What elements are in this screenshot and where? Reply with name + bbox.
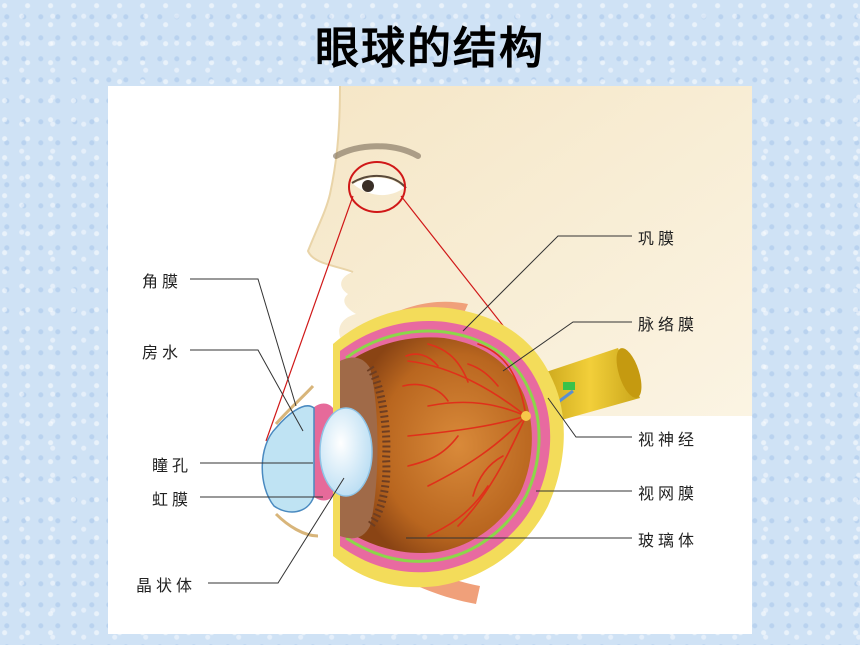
label-sclera: 巩膜 bbox=[638, 229, 679, 248]
eye-structure-illustration bbox=[190, 86, 752, 604]
label-vitreous-body: 玻璃体 bbox=[638, 531, 699, 550]
projection-line-left bbox=[265, 195, 354, 442]
label-cornea: 角膜 bbox=[142, 272, 183, 291]
label-pupil: 瞳孔 bbox=[152, 456, 193, 475]
label-retina: 视网膜 bbox=[638, 484, 699, 503]
label-optic-nerve: 视神经 bbox=[638, 430, 699, 449]
label-iris: 虹膜 bbox=[152, 490, 193, 509]
optic-disc bbox=[521, 411, 531, 421]
callout-lines bbox=[190, 235, 632, 584]
label-choroid: 脉络膜 bbox=[638, 315, 699, 334]
eyeball bbox=[261, 307, 564, 588]
retinal-vessels bbox=[402, 343, 527, 537]
page-title: 眼球的结构 bbox=[315, 23, 545, 74]
focus-circle bbox=[348, 161, 406, 213]
label-aqueous-humor: 房水 bbox=[142, 343, 183, 362]
eye-diagram-panel: 角膜 房水 瞳孔 虹膜 晶状体 巩膜 脉络膜 视神经 视网膜 玻璃体 bbox=[108, 86, 752, 634]
label-lens: 晶状体 bbox=[136, 576, 197, 595]
